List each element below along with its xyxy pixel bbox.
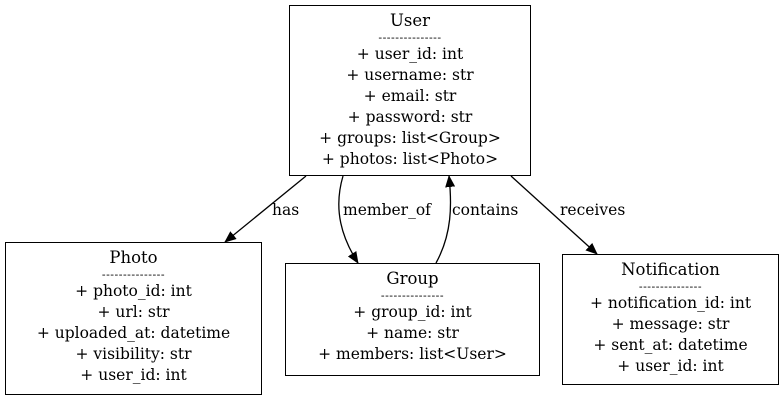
edge-receives [510,175,598,255]
class-field: + photo_id: int [75,282,192,300]
class-field: + name: str [366,324,459,342]
class-separator: --------------- [101,268,166,281]
class-box-notification: Notification --------------- + notificat… [562,254,779,385]
class-field: + groups: list<Group> [319,129,501,147]
class-field: + members: list<User> [318,345,507,363]
class-box-user: User --------------- + user_id: int + us… [289,5,531,176]
class-field: + email: str [363,87,457,105]
edge-label-has: has [272,201,300,219]
edge-label-receives: receives [560,201,626,219]
class-separator: --------------- [378,31,442,44]
class-field: + uploaded_at: datetime [36,324,231,342]
edge-member-of [338,175,359,264]
class-field: + user_id: int [80,366,187,384]
edge-contains [435,175,456,264]
class-title-group: Group [386,269,439,288]
class-separator: --------------- [380,289,445,302]
edge-label-member-of: member_of [343,201,431,219]
class-box-group: Group --------------- + group_id: int + … [285,263,540,376]
class-field: + visibility: str [75,345,192,363]
class-field: + password: str [347,108,473,126]
class-box-photo: Photo --------------- + photo_id: int + … [5,242,262,395]
edge-has [224,175,307,243]
class-field: + photos: list<Photo> [321,150,499,168]
edge-label-contains: contains [452,201,519,219]
class-field: + group_id: int [353,303,472,321]
class-field: + username: str [346,66,474,84]
class-separator: --------------- [638,280,703,293]
class-field: + user_id: int [617,357,724,375]
class-field: + user_id: int [356,45,464,63]
class-field: + notification_id: int [589,294,752,312]
class-field: + message: str [611,315,730,333]
class-field: + url: str [97,303,170,321]
class-title-notification: Notification [621,260,720,279]
class-title-user: User [389,11,431,30]
class-title-photo: Photo [109,248,158,267]
class-field: + sent_at: datetime [593,336,748,354]
